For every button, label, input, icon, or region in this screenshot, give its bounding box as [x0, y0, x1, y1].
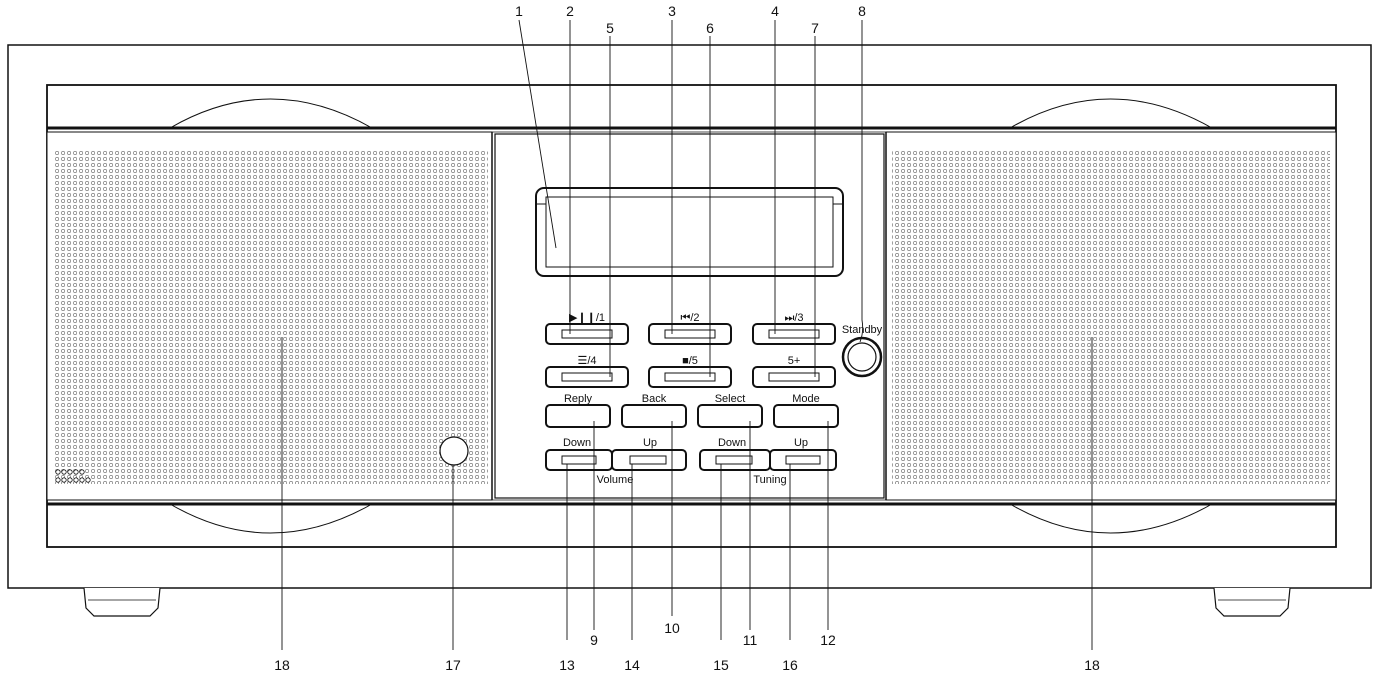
menu-4-button[interactable] — [545, 366, 629, 388]
callout-6: 6 — [706, 20, 714, 36]
standby-button[interactable] — [841, 336, 883, 378]
leader-lines — [281, 19, 1093, 650]
callout-17: 17 — [445, 657, 461, 673]
volume-up-button[interactable] — [611, 449, 687, 471]
top-right-arc — [1009, 98, 1213, 129]
bottom-right-arc — [1009, 503, 1213, 534]
reply-label: Reply — [564, 393, 593, 405]
top-left-arc — [169, 98, 373, 129]
left-foot — [83, 587, 161, 617]
volume-group-label: Volume — [597, 474, 634, 486]
menu-4-label: ☰/4 — [577, 355, 596, 367]
play-pause-1-button[interactable] — [545, 323, 629, 345]
back-button[interactable] — [621, 404, 687, 428]
vent-holes — [55, 469, 91, 483]
callout-3: 3 — [668, 3, 676, 19]
callout-9: 9 — [590, 632, 598, 648]
callout-11: 11 — [743, 632, 758, 648]
next-3-label: ⏭/3 — [784, 312, 803, 324]
callout-1: 1 — [515, 3, 523, 19]
callout-5: 5 — [606, 20, 614, 36]
callout-15: 15 — [713, 657, 729, 673]
prev-2-label: ⏮/2 — [680, 312, 699, 324]
callout-13: 13 — [559, 657, 575, 673]
tuning-up-label: Up — [794, 437, 808, 449]
select-button[interactable] — [697, 404, 763, 428]
volume-down-button[interactable] — [545, 449, 613, 471]
next-3-button[interactable] — [752, 323, 836, 345]
volume-down-label: Down — [563, 437, 591, 449]
callout-7: 7 — [811, 20, 819, 36]
callout-8: 8 — [858, 3, 866, 19]
right-speaker-grille — [885, 131, 1337, 501]
callout-14: 14 — [624, 657, 640, 673]
bottom-left-arc — [169, 503, 373, 534]
ir-sensor — [439, 436, 469, 466]
lcd-display — [535, 187, 844, 277]
mode-label: Mode — [792, 393, 820, 405]
stop-5-button[interactable] — [648, 366, 732, 388]
tuning-down-button[interactable] — [699, 449, 771, 471]
callout-10: 10 — [664, 620, 680, 636]
callout-4: 4 — [771, 3, 779, 19]
reply-button[interactable] — [545, 404, 611, 428]
right-foot — [1213, 587, 1291, 617]
tuning-up-button[interactable] — [769, 449, 837, 471]
callout-12: 12 — [820, 632, 836, 648]
callout-2: 2 — [566, 3, 574, 19]
select-label: Select — [715, 393, 746, 405]
callout-18-left: 18 — [274, 657, 290, 673]
prev-2-button[interactable] — [648, 323, 732, 345]
play-pause-1-label: ▶❙❙/1 — [569, 312, 605, 324]
five-plus-label: 5+ — [788, 355, 801, 367]
callout-18-right: 18 — [1084, 657, 1100, 673]
volume-up-label: Up — [643, 437, 657, 449]
back-label: Back — [642, 393, 667, 405]
mode-button[interactable] — [773, 404, 839, 428]
stop-5-label: ■/5 — [682, 355, 698, 367]
callout-16: 16 — [782, 657, 798, 673]
five-plus-button[interactable] — [752, 366, 836, 388]
left-speaker-grille — [46, 131, 493, 501]
tuning-group-label: Tuning — [753, 474, 786, 486]
tuning-down-label: Down — [718, 437, 746, 449]
